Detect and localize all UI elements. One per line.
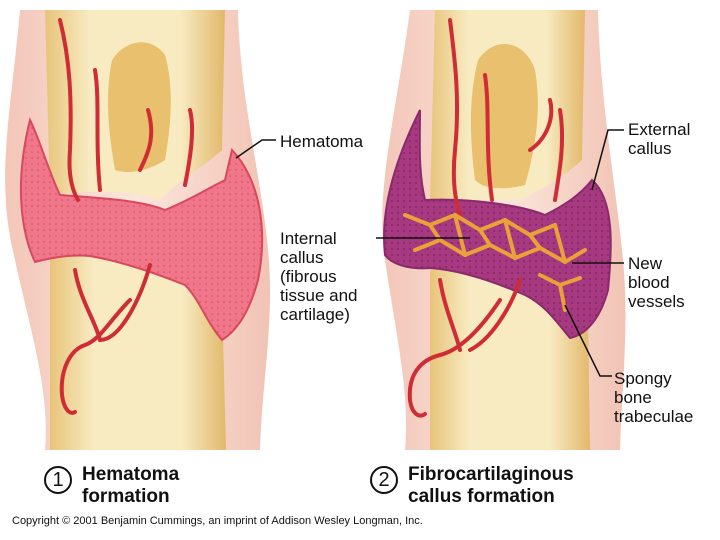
- step-title-line: Hematoma: [82, 464, 180, 485]
- label-internal-callus-line: tissue and: [280, 286, 358, 305]
- label-new-blood-vessels: New blood vessels: [628, 254, 685, 311]
- label-internal-callus-line: (fibrous: [280, 267, 337, 286]
- step-title-line: Fibrocartilaginous: [408, 464, 574, 485]
- step-number-badge: 1: [44, 466, 72, 494]
- bone-fragment: [108, 42, 171, 172]
- step-title: Fibrocartilaginous callus formation: [408, 464, 574, 508]
- step-title-line: callus formation: [408, 486, 555, 507]
- step-2-caption: 2 Fibrocartilaginous callus formation: [370, 464, 630, 512]
- new-blood-vessels: [407, 18, 565, 418]
- step-1-caption: 1 Hematoma formation: [44, 464, 264, 512]
- label-spongy-bone-line: Spongy: [614, 369, 672, 388]
- leader-hematoma: [235, 139, 276, 159]
- bone-lower: [50, 248, 226, 450]
- leader-spongy-bone: [564, 304, 612, 377]
- label-internal-callus-line: cartilage): [280, 305, 350, 324]
- step-number-badge: 2: [370, 466, 398, 494]
- label-external-callus: External callus: [628, 120, 690, 158]
- blood-vessels-left: [58, 18, 195, 415]
- label-internal-callus: Internal callus (fibrous tissue and cart…: [280, 229, 358, 324]
- step-title: Hematoma formation: [82, 464, 179, 508]
- label-new-blood-vessels-line: New: [628, 254, 663, 273]
- label-spongy-bone-line: bone: [614, 388, 652, 407]
- label-hematoma: Hematoma: [280, 132, 364, 151]
- panel-callus: [382, 10, 626, 450]
- bone-fragment-2: [470, 43, 538, 189]
- label-external-callus-line: callus: [628, 139, 672, 158]
- label-spongy-bone: Spongy bone trabeculae: [614, 369, 693, 426]
- label-new-blood-vessels-line: vessels: [628, 292, 685, 311]
- label-external-callus-line: External: [628, 120, 691, 139]
- leader-lines: [235, 129, 624, 377]
- label-internal-callus-line: Internal: [280, 229, 337, 248]
- label-new-blood-vessels-line: blood: [628, 273, 670, 292]
- copyright-notice: Copyright © 2001 Benjamin Cummings, an i…: [12, 515, 423, 527]
- hematoma-mass: [19, 117, 264, 342]
- label-spongy-bone-line: trabeculae: [614, 407, 694, 426]
- step-title-line: formation: [82, 486, 170, 507]
- panel-hematoma: [5, 10, 271, 450]
- leader-external-callus: [591, 129, 624, 191]
- label-internal-callus-line: callus: [280, 248, 324, 267]
